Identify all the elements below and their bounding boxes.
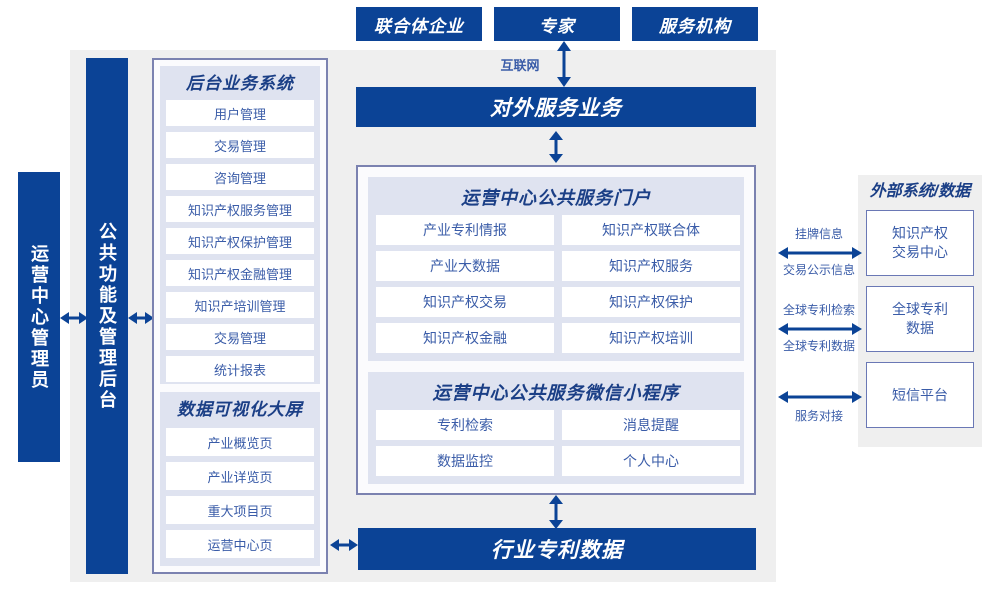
backend-item-1[interactable]: 交易管理 [166,132,314,158]
external-connector-arrow-2-icon [778,323,862,335]
portal-item-5[interactable]: 知识产权保护 [562,287,740,317]
admin-to-backend-arrow-icon [60,312,88,324]
backend-item-5[interactable]: 知识产权金融管理 [166,260,314,286]
mini-program-item-2[interactable]: 数据监控 [376,446,554,476]
actor-box-expert[interactable]: 专家 [494,7,620,41]
item-label: 知识产权金融管理 [187,266,292,282]
actor-label: 联合体企业 [374,16,464,36]
actor-label: 专家 [539,16,575,36]
external-box-line1: 短信平台 [892,386,948,403]
service-to-portal-arrow-icon [549,131,563,163]
backend-to-system-arrow-icon [128,312,154,324]
backend-item-2[interactable]: 咨询管理 [166,164,314,190]
public-service-portal-title: 运营中心公共服务门户 [461,188,651,208]
backend-item-8[interactable]: 统计报表 [166,356,314,382]
item-label: 产业概览页 [207,435,273,451]
data-visualization-title: 数据可视化大屏 [177,400,303,419]
backend-item-3[interactable]: 知识产权服务管理 [166,196,314,222]
external-service-label: 对外服务业务 [490,97,622,120]
portal-item-4[interactable]: 知识产权交易 [376,287,554,317]
portal-item-2[interactable]: 产业大数据 [376,251,554,281]
item-label: 知识产权联合体 [602,222,700,238]
item-label: 产业详览页 [207,469,273,485]
external-box-line2: 数据 [906,320,934,336]
industry-patent-data-bar[interactable]: 行业专利数据 [358,528,756,570]
connector-label-trade-public-info: 交易公示信息 [782,263,855,277]
backend-item-7[interactable]: 交易管理 [166,324,314,350]
portal-item-0[interactable]: 产业专利情报 [376,215,554,245]
item-label: 统计报表 [213,362,266,378]
portal-item-6[interactable]: 知识产权金融 [376,323,554,353]
industry-patent-data-label: 行业专利数据 [491,539,623,562]
external-systems-title: 外部系统/数据 [869,183,971,200]
portal-to-patent-data-arrow-icon [549,495,563,529]
portal-item-3[interactable]: 知识产权服务 [562,251,740,281]
external-connector-arrow-3-icon [778,391,862,403]
actor-box-service-agency[interactable]: 服务机构 [632,7,758,41]
actor-label: 服务机构 [659,16,731,36]
item-label: 知识产权保护管理 [187,234,292,250]
external-service-bar[interactable]: 对外服务业务 [356,87,756,127]
dataviz-item-2[interactable]: 重大项目页 [166,496,314,524]
portal-item-7[interactable]: 知识产权培训 [562,323,740,353]
item-label: 知识产权培训 [609,330,693,346]
backend-to-patent-data-arrow-icon [330,539,358,551]
item-label: 知识产权服务管理 [187,202,292,218]
item-label: 产业大数据 [430,258,500,274]
role-label: 运营中心管理员 [29,243,49,391]
portal-item-1[interactable]: 知识产权联合体 [562,215,740,245]
external-box-line1: 全球专利 [892,301,948,318]
item-label: 咨询管理 [213,170,266,186]
mini-program-item-0[interactable]: 专利检索 [376,410,554,440]
internet-arrow-icon [557,41,571,87]
external-box-line1: 知识产权 [892,225,948,242]
item-label: 专利检索 [437,417,493,433]
item-label: 知识产权金融 [423,330,507,346]
external-connector-arrow-1-icon [778,247,862,259]
item-label: 知识产权交易 [423,294,507,310]
item-label: 数据监控 [437,453,493,469]
item-label: 用户管理 [213,106,266,122]
external-box-ip-trading-center[interactable]: 知识产权 交易中心 [866,210,974,276]
internet-label: 互联网 [500,58,540,73]
item-label: 交易管理 [213,138,266,154]
mini-program-title: 运营中心公共服务微信小程序 [432,383,680,403]
dataviz-item-0[interactable]: 产业概览页 [166,428,314,456]
mini-program-item-3[interactable]: 个人中心 [562,446,740,476]
item-label: 知识产培训管理 [194,298,286,314]
item-label: 产业专利情报 [423,222,507,238]
dataviz-item-3[interactable]: 运营中心页 [166,530,314,558]
item-label: 交易管理 [213,330,266,346]
external-box-global-patent-data[interactable]: 全球专利 数据 [866,286,974,352]
item-label: 知识产权保护 [609,294,693,310]
dataviz-item-1[interactable]: 产业详览页 [166,462,314,490]
backend-item-0[interactable]: 用户管理 [166,100,314,126]
backend-business-system-title: 后台业务系统 [186,74,294,93]
item-label: 消息提醒 [623,417,679,433]
mini-program-item-1[interactable]: 消息提醒 [562,410,740,440]
external-box-sms-platform[interactable]: 短信平台 [866,362,974,428]
role-bar-operation-center-admin[interactable]: 运营中心管理员 [18,172,60,462]
item-label: 重大项目页 [207,503,273,519]
backend-item-6[interactable]: 知识产培训管理 [166,292,314,318]
connector-label-service-docking: 服务对接 [794,409,843,423]
actor-box-consortium[interactable]: 联合体企业 [356,7,482,41]
connector-label-global-patent-data: 全球专利数据 [782,339,855,353]
external-box-line2: 交易中心 [892,244,948,260]
item-label: 运营中心页 [207,537,273,553]
item-label: 个人中心 [623,453,679,469]
connector-label-listing-info: 挂牌信息 [794,227,843,241]
role-bar-common-function-backend[interactable]: 公共功能及管理后台 [86,58,128,574]
connector-label-global-patent-search: 全球专利检索 [782,303,855,317]
backend-item-4[interactable]: 知识产权保护管理 [166,228,314,254]
role-label: 公共功能及管理后台 [97,221,117,411]
item-label: 知识产权服务 [609,258,693,274]
